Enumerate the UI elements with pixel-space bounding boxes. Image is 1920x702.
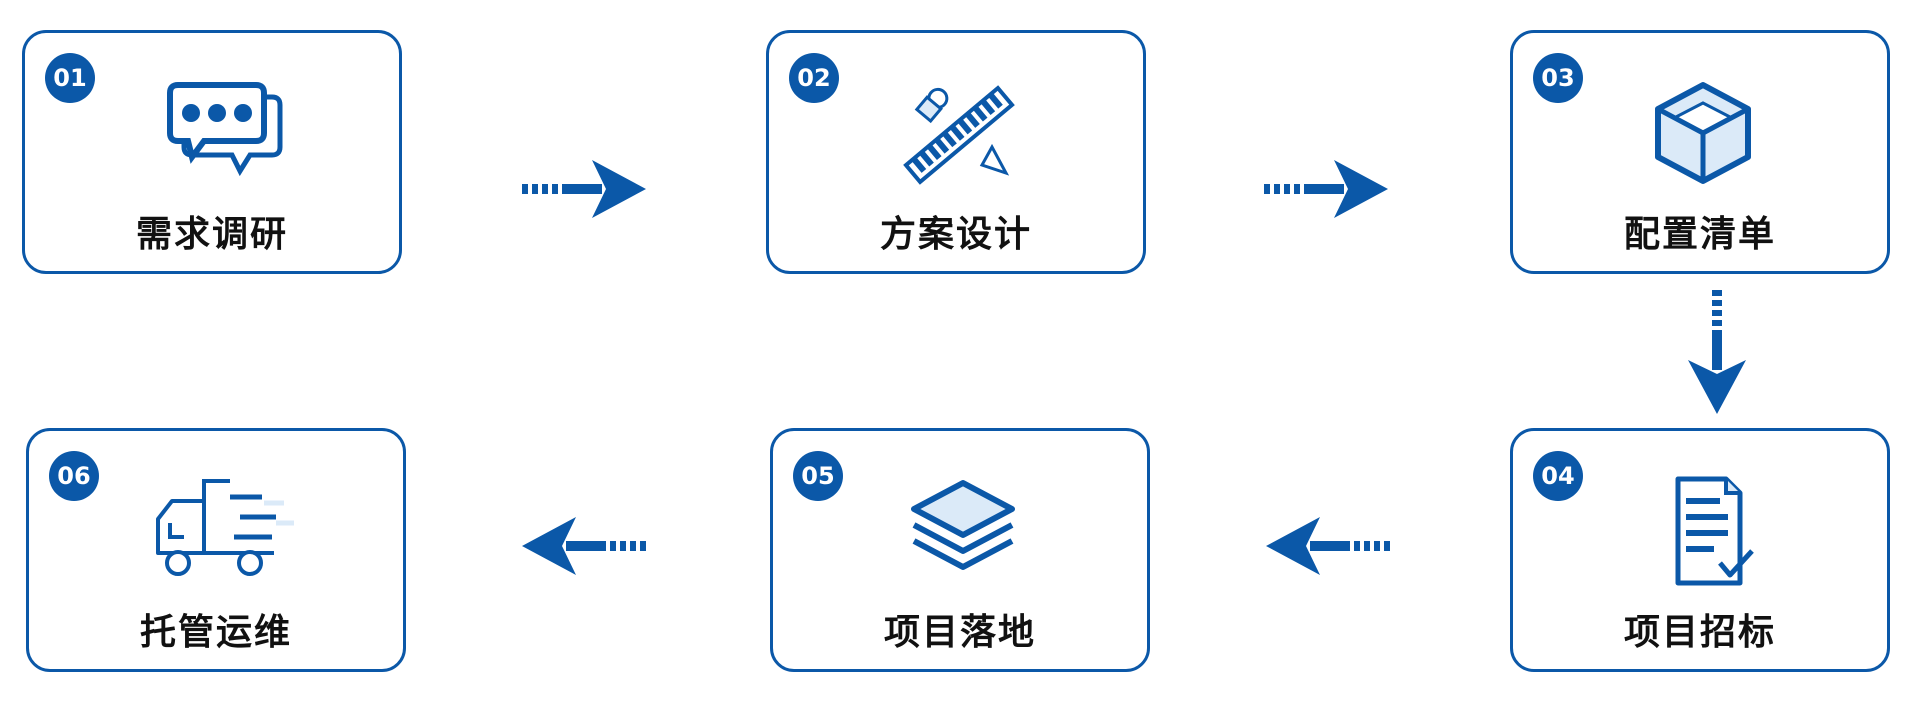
step-card-3: 03 配置清单 <box>1510 30 1890 274</box>
step-card-1: 01 需求调研 <box>22 30 402 274</box>
step-card-4: 04 项目招标 <box>1510 428 1890 672</box>
arrow-left-4-to-5 <box>1266 515 1390 579</box>
step-label: 需求调研 <box>135 214 288 255</box>
step-number-badge: 01 <box>45 53 95 103</box>
step-number-badge: 03 <box>1533 53 1583 103</box>
step-card-5: 05 项目落地 <box>770 428 1150 672</box>
arrow-right-2-to-3 <box>1264 158 1388 222</box>
step-card-6: 06 托管运维 <box>26 428 406 672</box>
arrow-right-1-to-2 <box>522 158 646 222</box>
step-label: 方案设计 <box>879 214 1032 255</box>
step-card-2: 02 <box>766 30 1146 274</box>
chat-bubbles-icon <box>140 73 290 193</box>
step-label: 配置清单 <box>1623 214 1776 255</box>
step-label: 项目落地 <box>883 612 1036 653</box>
document-check-icon <box>1628 471 1778 591</box>
arrow-down-3-to-4 <box>1686 290 1750 414</box>
step-number-badge: 04 <box>1533 451 1583 501</box>
step-label: 托管运维 <box>139 612 292 653</box>
step-number-badge: 06 <box>49 451 99 501</box>
arrow-left-5-to-6 <box>522 515 646 579</box>
box-icon <box>1628 73 1778 193</box>
layers-icon <box>888 471 1038 591</box>
step-number-badge: 02 <box>789 53 839 103</box>
step-number-badge: 05 <box>793 451 843 501</box>
step-label: 项目招标 <box>1623 612 1776 653</box>
ruler-pencil-icon <box>884 73 1034 193</box>
truck-icon <box>144 471 294 591</box>
